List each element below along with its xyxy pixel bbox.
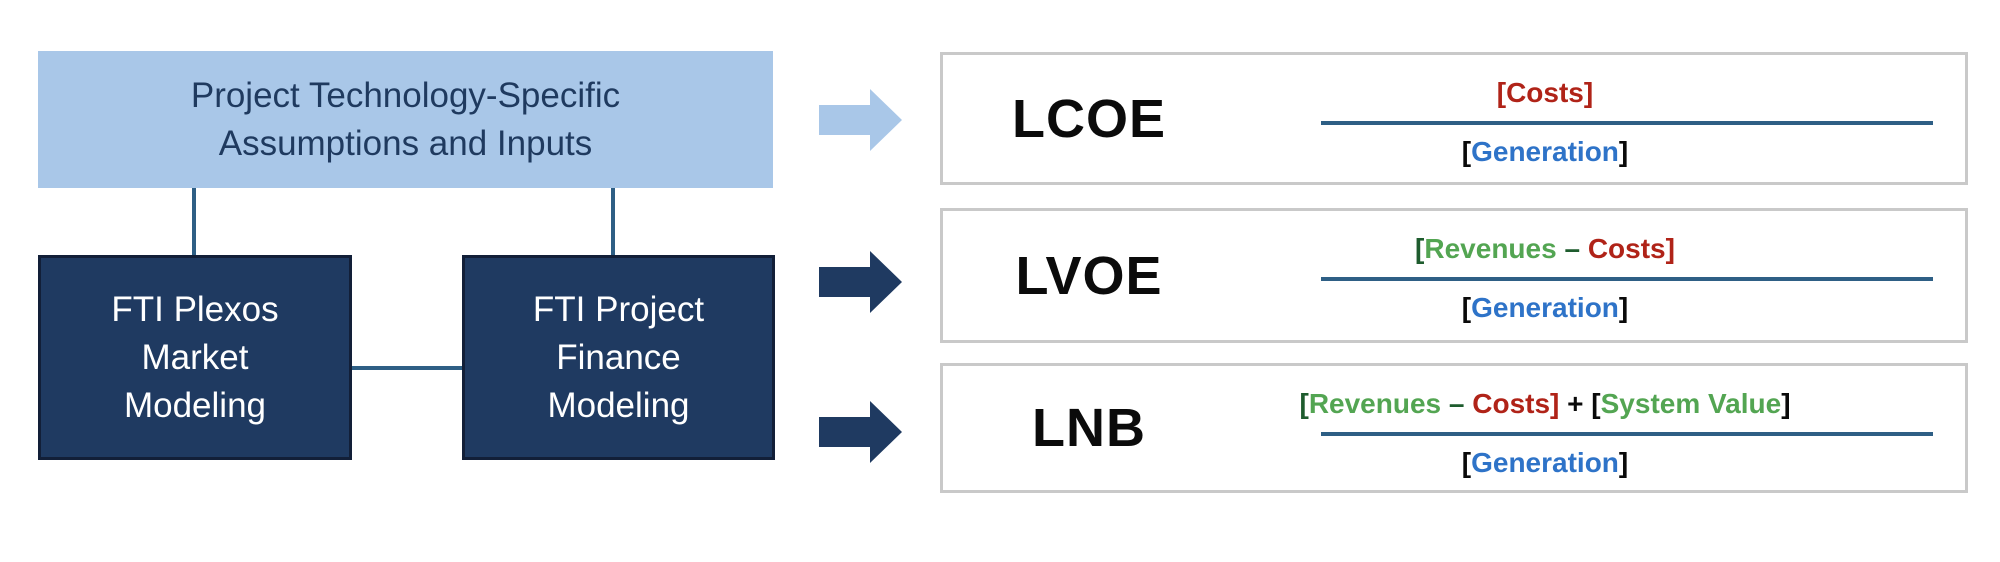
finance-box-line-2: Finance: [556, 337, 681, 377]
metric-box-lcoe: LCOE [Costs] [Generation]: [940, 52, 1968, 185]
formula-segment: Generation: [1471, 447, 1619, 478]
formula-segment: –: [1556, 233, 1588, 264]
formula-segment: ]: [1665, 233, 1675, 264]
lnb-fraction-line: [1321, 432, 1933, 436]
connector-inputs-to-finance: [611, 188, 615, 255]
formula-segment: ]: [1781, 388, 1791, 419]
lnb-formula-numerator: [Revenues – Costs] + [System Value]: [1239, 384, 1851, 424]
formula-segment: –: [1441, 388, 1473, 419]
lnb-formula-denominator: [Generation]: [1239, 443, 1851, 483]
market-box-line-2: Market: [141, 337, 249, 377]
assumptions-line-2: Assumptions and Inputs: [218, 123, 593, 163]
formula-segment: ]: [1618, 292, 1629, 323]
market-box-line-3: Modeling: [123, 385, 267, 425]
formula-segment: Costs: [1587, 233, 1666, 264]
assumptions-line-1: Project Technology-Specific: [190, 75, 621, 115]
lvoe-fraction-line: [1321, 277, 1933, 281]
formula-segment: ]: [1618, 136, 1629, 167]
formula-segment: Revenues: [1424, 233, 1557, 264]
lcoe-formula-numerator: [Costs]: [1239, 73, 1851, 113]
metric-name-lvoe: LVOE: [1015, 245, 1163, 306]
formula-segment: Costs: [1472, 388, 1551, 419]
connector-inputs-to-market: [192, 188, 196, 255]
formula-segment: ]: [1618, 447, 1629, 478]
formula-segment: [: [1461, 447, 1472, 478]
formula-segment: Revenues: [1308, 388, 1442, 419]
assumptions-inputs-box: Project Technology-Specific Assumptions …: [38, 51, 773, 188]
formula-segment: Generation: [1471, 136, 1619, 167]
formula-segment: [Costs]: [1496, 77, 1594, 108]
lvoe-formula-denominator: [Generation]: [1239, 288, 1851, 328]
light-blue-arrow-icon: [819, 89, 902, 151]
market-modeling-box: FTI Plexos Market Modeling: [38, 255, 352, 460]
formula-segment: +: [1559, 388, 1592, 419]
formula-segment: ]: [1550, 388, 1560, 419]
metric-box-lnb: LNB [Revenues – Costs] + [System Value] …: [940, 363, 1968, 493]
finance-box-line-1: FTI Project: [532, 289, 705, 329]
metric-box-lvoe: LVOE [Revenues – Costs] [Generation]: [940, 208, 1968, 343]
navy-arrow-icon: [819, 251, 902, 313]
connector-market-to-finance: [352, 366, 462, 370]
finance-modeling-box: FTI Project Finance Modeling: [462, 255, 775, 460]
formula-segment: [: [1461, 292, 1472, 323]
formula-segment: [: [1591, 388, 1601, 419]
lcoe-fraction-line: [1321, 121, 1933, 125]
lvoe-formula-numerator: [Revenues – Costs]: [1239, 229, 1851, 269]
market-box-line-1: FTI Plexos: [111, 289, 279, 329]
metric-name-lnb: LNB: [1032, 398, 1146, 458]
formula-segment: [: [1299, 388, 1309, 419]
navy-arrow-icon: [819, 401, 902, 463]
formula-segment: System Value: [1600, 388, 1782, 419]
formula-segment: [: [1415, 233, 1425, 264]
metric-name-lcoe: LCOE: [1011, 88, 1166, 149]
formula-segment: [: [1461, 136, 1472, 167]
formula-segment: Generation: [1471, 292, 1619, 323]
finance-box-line-3: Modeling: [547, 385, 690, 425]
lcoe-formula-denominator: [Generation]: [1239, 132, 1851, 172]
